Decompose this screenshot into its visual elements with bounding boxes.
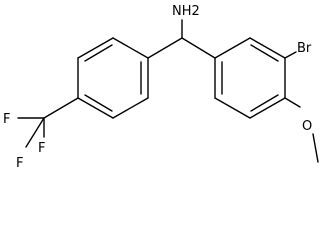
right-benzene-ring: [214, 37, 286, 119]
bond: [214, 97, 251, 119]
bond: [249, 37, 286, 59]
bond-oxygen-to-methyl: [312, 133, 319, 163]
bond: [214, 37, 251, 59]
bond: [112, 97, 149, 119]
bond: [249, 97, 286, 119]
central-carbon-bonds: [147, 19, 216, 59]
molecule-diagram: NH2 Br O F F F: [3, 4, 319, 171]
double-bond-inner: [84, 94, 113, 112]
amine-label: NH2: [172, 4, 200, 19]
bond-to-left-ring: [147, 37, 183, 59]
bond: [77, 97, 114, 119]
fluorine-label-top: F: [38, 141, 45, 156]
fluorine-label-bottom: F: [16, 156, 23, 171]
left-benzene-ring: [77, 37, 149, 119]
fluorine-label-left: F: [3, 112, 10, 127]
bromine-label: Br: [297, 41, 312, 56]
double-bond-inner: [250, 94, 279, 112]
bond-to-right-ring: [181, 37, 216, 59]
structure-drawing: NH2 Br O F F F: [3, 4, 319, 171]
bond-c-f-bottom: [25, 117, 45, 148]
bond-ring-to-oxygen: [284, 97, 301, 108]
oxygen-label: O: [302, 119, 312, 134]
bond-ring-to-cf3: [43, 97, 79, 119]
double-bond-inner: [250, 44, 279, 62]
methoxy-group: [284, 97, 319, 163]
trifluoromethyl-group: [17, 97, 79, 148]
bond-ring-to-bromine: [284, 51, 297, 59]
double-bond-inner: [84, 44, 113, 62]
bond: [77, 37, 114, 59]
bond: [112, 37, 149, 59]
